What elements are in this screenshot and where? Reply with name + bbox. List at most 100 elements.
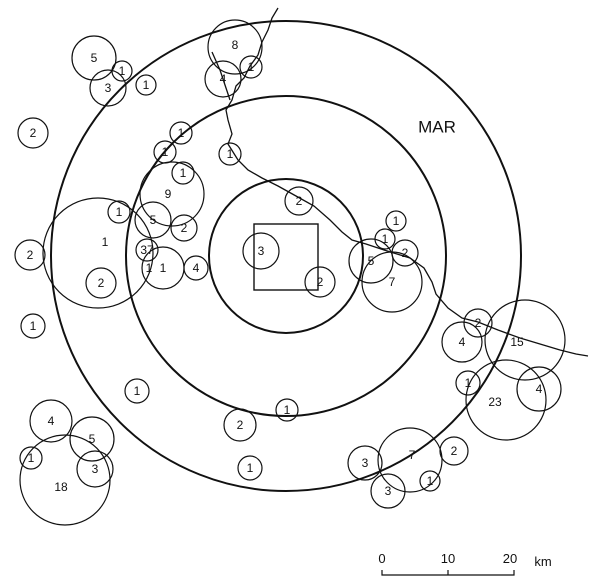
west-cluster-value: 2 xyxy=(98,276,105,290)
east-cluster-circle xyxy=(348,238,394,284)
west-cluster-value: 5 xyxy=(91,51,98,65)
isolated-values-circle xyxy=(20,313,46,339)
southeast-cluster-value: 4 xyxy=(536,382,543,396)
isolated-values-value: 2 xyxy=(27,248,34,262)
ring-values-circle xyxy=(218,142,242,166)
west-cluster-circle xyxy=(153,140,177,164)
river-source xyxy=(211,51,231,101)
southwest-cluster-circle xyxy=(69,416,115,462)
west-cluster-circle xyxy=(89,69,127,107)
isolated-values-circle xyxy=(17,117,49,149)
west-cluster-circle xyxy=(134,201,172,239)
scale-tick-10: 10 xyxy=(441,551,455,566)
ring-values-value: 1 xyxy=(284,403,291,417)
west-cluster-circle xyxy=(171,161,195,185)
west-cluster-circle xyxy=(183,255,209,281)
west-cluster-circle xyxy=(107,200,131,224)
west-cluster-value: 5 xyxy=(150,213,157,227)
scale-tick-20: 20 xyxy=(503,551,517,566)
middle-ring xyxy=(125,95,447,417)
southwest-cluster-circle xyxy=(19,446,43,470)
north-cluster-circle xyxy=(204,60,242,98)
west-cluster-value: 1 xyxy=(116,205,123,219)
east-cluster-value: 5 xyxy=(368,254,375,268)
west-cluster-circle xyxy=(170,214,198,242)
river xyxy=(225,7,589,357)
west-cluster-value: 1 xyxy=(162,145,169,159)
area-circle-37 xyxy=(42,197,154,309)
west-cluster-circle xyxy=(135,238,159,262)
west-cluster-value: 37 xyxy=(140,243,154,257)
isolated-values-circle xyxy=(237,455,263,481)
isolated-values-value: 2 xyxy=(30,126,37,140)
east-cluster-value: 7 xyxy=(389,275,396,289)
west-cluster-value: 1 xyxy=(178,126,185,140)
isolated-values-value: 1 xyxy=(30,319,37,333)
southwest-cluster-circle xyxy=(76,450,114,488)
west-cluster-circle xyxy=(135,74,157,96)
west-cluster-value: 1 xyxy=(119,64,126,78)
north-cluster-circle xyxy=(239,55,263,79)
west-cluster-value: 1 xyxy=(160,261,167,275)
west-cluster-circle xyxy=(71,35,117,81)
west-cluster-value: 1 xyxy=(146,261,153,275)
scale-unit: km xyxy=(534,554,551,569)
southeast-cluster-circle xyxy=(441,321,483,363)
southeast-cluster-value: 15 xyxy=(510,335,524,349)
southeast-cluster-value: 23 xyxy=(488,395,502,409)
south-cluster-value: 3 xyxy=(385,484,392,498)
center-values-circle xyxy=(304,266,336,298)
west-cluster-value: 1 xyxy=(143,78,150,92)
west-cluster-value: 1 xyxy=(102,235,109,249)
isolated-values-value: 1 xyxy=(247,461,254,475)
scale-tick-0: 0 xyxy=(378,551,385,566)
north-cluster-value: 4 xyxy=(220,72,227,86)
area-circle-15 xyxy=(484,299,566,381)
area-circle-23 xyxy=(465,359,547,441)
area-circle-9 xyxy=(139,161,205,227)
west-cluster-value: 3 xyxy=(105,81,112,95)
west-cluster-value: 4 xyxy=(193,261,200,275)
scale-bar: 0 10 20 km xyxy=(378,551,552,576)
ring-values-value: 1 xyxy=(227,147,234,161)
central-square xyxy=(253,223,319,291)
center-values-value: 2 xyxy=(317,275,324,289)
center-values-value: 3 xyxy=(258,244,265,258)
west-cluster-value: 2 xyxy=(181,221,188,235)
sea-label: MAR xyxy=(418,118,456,137)
southwest-cluster-value: 4 xyxy=(48,414,55,428)
southeast-cluster-circle xyxy=(516,366,562,412)
ring-values-value: 2 xyxy=(296,194,303,208)
east-cluster-value: 1 xyxy=(382,232,389,246)
isolated-values-circle xyxy=(124,378,150,404)
inner-ring xyxy=(208,178,364,334)
south-cluster-value: 7 xyxy=(409,448,416,462)
area-circle-8 xyxy=(207,19,263,75)
west-cluster-circle xyxy=(169,121,193,145)
southeast-cluster-value: 1 xyxy=(465,376,472,390)
southwest-cluster-value: 1 xyxy=(28,451,35,465)
southwest-cluster-circle xyxy=(29,399,73,443)
isolated-values-circle xyxy=(223,408,257,442)
south-cluster-value: 2 xyxy=(451,444,458,458)
southeast-cluster-circle xyxy=(455,370,481,396)
south-cluster-value: 3 xyxy=(362,456,369,470)
north-cluster-value: 1 xyxy=(248,60,255,74)
outer-ring xyxy=(50,20,522,492)
west-cluster-value: 1 xyxy=(180,166,187,180)
west-cluster-circle xyxy=(111,60,133,82)
isolated-values-value: 2 xyxy=(237,418,244,432)
southwest-cluster-value: 18 xyxy=(54,480,68,494)
east-cluster-circle xyxy=(385,210,407,232)
southwest-cluster-value: 5 xyxy=(89,432,96,446)
area-circle-18 xyxy=(19,434,111,526)
ring-values-circle xyxy=(275,398,299,422)
southeast-cluster-circle xyxy=(463,308,493,338)
isolated-values-circle xyxy=(14,239,46,271)
west-cluster-circle xyxy=(85,267,117,299)
southwest-cluster-value: 3 xyxy=(92,462,99,476)
south-cluster-circle xyxy=(347,445,383,481)
east-cluster-value: 1 xyxy=(393,214,400,228)
